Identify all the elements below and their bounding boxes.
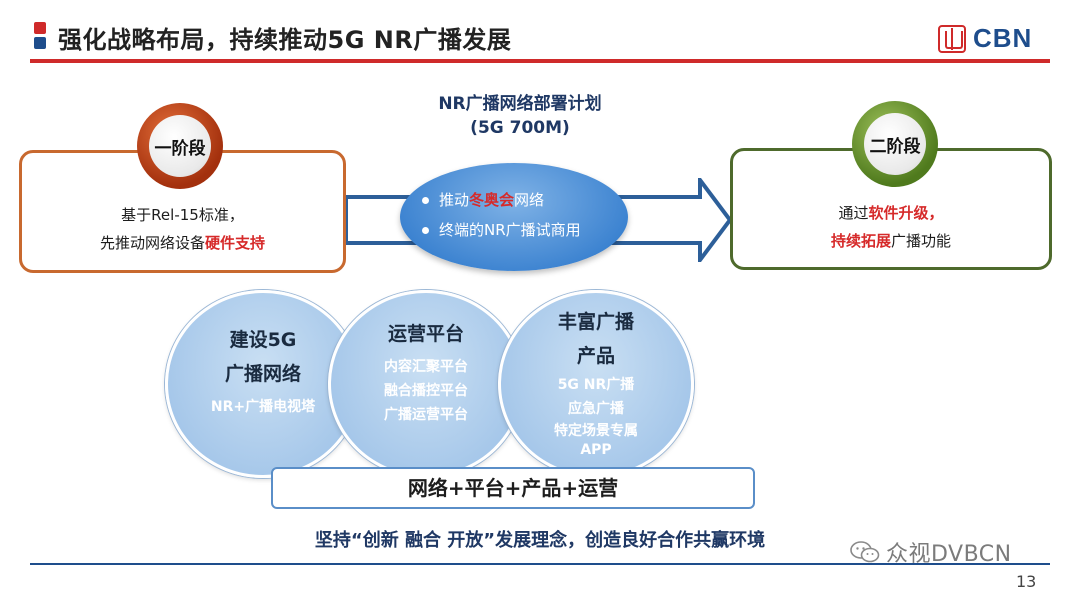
cbn-seal-icon (938, 24, 966, 53)
circle-network-item-1: NR+广播电视塔 (210, 399, 316, 415)
phase2-badge: 二阶段 (852, 101, 938, 187)
phase1-badge: 一阶段 (137, 103, 223, 189)
watermark: 众视DVBCN (850, 536, 1012, 568)
phase1-badge-label: 一阶段 (149, 115, 211, 177)
circle-platform: 运营平台 内容汇聚平台 融合播控平台 广播运营平台 (328, 290, 524, 478)
circle-products-item-2: 应急广播 (568, 401, 624, 417)
center-ellipse: 推动冬奥会网络 终端的NR广播试商用 (400, 163, 628, 271)
center-item1-prefix: 推动 (439, 191, 470, 209)
phase2-line2-emphasis: 持续拓展 (830, 232, 891, 250)
circle-platform-item-3: 广播运营平台 (384, 407, 468, 423)
center-item-1: 推动冬奥会网络 (422, 185, 581, 215)
center-list: 推动冬奥会网络 终端的NR广播试商用 (422, 185, 581, 245)
circle-platform-content: 运营平台 内容汇聚平台 融合播控平台 广播运营平台 (331, 293, 521, 427)
circle-products-item-3: 特定场景专属 (554, 423, 638, 439)
circle-platform-item-1: 内容汇聚平台 (384, 359, 468, 375)
circle-network-title-1: 建设5G (229, 329, 297, 351)
bottom-statement: 坚持“创新 融合 开放”发展理念，创造良好合作共赢环境 (314, 530, 766, 551)
footer-rule (30, 563, 1050, 565)
pillars-box: 网络+平台+产品+运营 (271, 467, 755, 509)
phase2-line2: 持续拓展广播功能 (733, 227, 1049, 255)
circle-products-title-1: 丰富广播 (557, 311, 634, 333)
circle-products-title-2: 产品 (576, 345, 615, 367)
circle-products: 丰富广播 产品 5G NR广播 应急广播 特定场景专属 APP (498, 290, 694, 478)
phase1-line2: 先推动网络设备硬件支持 (22, 229, 343, 257)
center-item1-emphasis: 冬奥会 (469, 191, 515, 209)
phase2-line1-emphasis: 软件升级， (868, 204, 944, 222)
plan-title: NR广播网络部署计划 (5G 700M) (380, 92, 660, 140)
phase2-line1: 通过软件升级， (733, 199, 1049, 227)
center-item2-text: 终端的NR广播试商用 (439, 221, 581, 239)
circle-network-content: 建设5G 广播网络 NR+广播电视塔 (168, 293, 358, 419)
phase1-line2-emphasis: 硬件支持 (205, 234, 266, 252)
phase2-line2-normal: 广播功能 (891, 232, 952, 250)
phase1-line1: 基于Rel-15标准， (121, 206, 244, 224)
header-square-blue (34, 37, 46, 49)
watermark-text: 众视DVBCN (886, 542, 1012, 567)
phase1-text: 基于Rel-15标准， 先推动网络设备硬件支持 (22, 201, 343, 257)
page-title: 强化战略布局，持续推动5G NR广播发展 (58, 26, 512, 54)
phase2-text: 通过软件升级， 持续拓展广播功能 (733, 199, 1049, 255)
header-square-red (34, 22, 46, 34)
header-rule (30, 59, 1050, 63)
circle-network: 建设5G 广播网络 NR+广播电视塔 (165, 290, 361, 478)
circle-products-item-1: 5G NR广播 (557, 377, 635, 393)
phase2-line1-normal: 通过 (838, 204, 869, 222)
phase1-line2-normal: 先推动网络设备 (99, 234, 205, 252)
center-item1-suffix: 网络 (514, 191, 545, 209)
plan-title-line2: (5G 700M) (470, 118, 570, 138)
wechat-icon (850, 541, 880, 563)
circle-network-title-2: 广播网络 (224, 363, 301, 385)
bullet-icon (422, 227, 429, 234)
bullet-icon (422, 197, 429, 204)
plan-title-line1: NR广播网络部署计划 (438, 94, 602, 114)
circle-products-item-4: APP (580, 442, 612, 458)
page-number: 13 (1016, 572, 1037, 591)
circle-platform-item-2: 融合播控平台 (384, 383, 468, 399)
cbn-logo-text: CBN (973, 23, 1033, 53)
cbn-logo: CBN (938, 23, 1032, 54)
center-item-2: 终端的NR广播试商用 (422, 215, 581, 245)
circle-platform-title: 运营平台 (387, 323, 464, 345)
circle-products-content: 丰富广播 产品 5G NR广播 应急广播 特定场景专属 APP (501, 293, 691, 459)
phase2-badge-label: 二阶段 (864, 113, 926, 175)
